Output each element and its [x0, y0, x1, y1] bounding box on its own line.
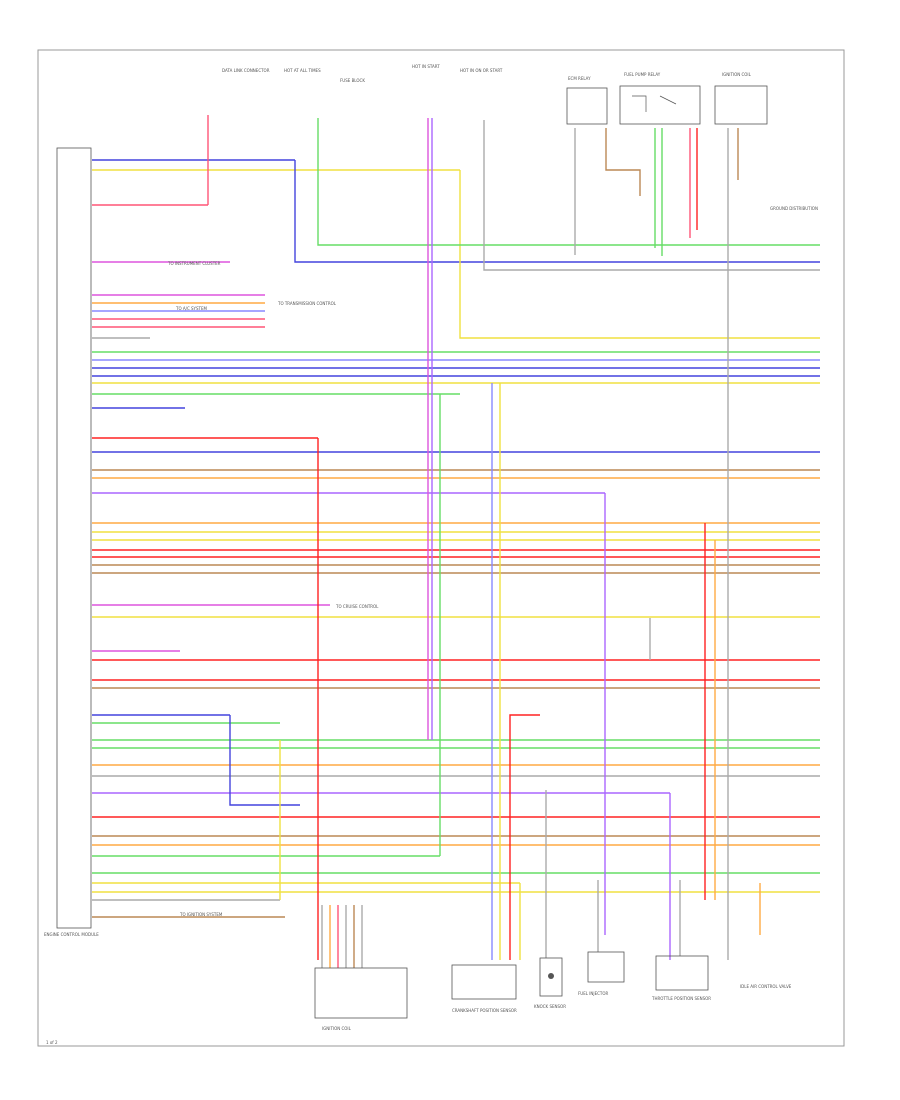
- vertical-wire: [229, 715, 300, 806]
- top-labels: DATA LINK CONNECTOR HOT AT ALL TIMES HOT…: [222, 64, 752, 83]
- relay-switch-symbol: [632, 95, 677, 112]
- bus-wire: [294, 160, 820, 263]
- top-label: IGNITION COIL: [722, 72, 752, 77]
- sensor-symbol: [548, 973, 554, 979]
- top-components: [566, 85, 768, 125]
- relay-box: [619, 85, 701, 125]
- side-note: TO A/C SYSTEM: [175, 306, 208, 311]
- side-note: TO TRANSMISSION CONTROL: [277, 301, 337, 306]
- vertical-wire: [605, 128, 641, 196]
- ecm-connector: [56, 147, 92, 929]
- diagram-frame: [37, 49, 845, 1047]
- top-label: HOT IN ON OR START: [460, 68, 503, 73]
- page-number: 1 of 2: [46, 1040, 58, 1045]
- tps-box: [655, 955, 709, 991]
- fuse-block-box: [566, 87, 608, 125]
- side-note: TO IGNITION SYSTEM: [179, 912, 223, 917]
- side-note: GROUND DISTRIBUTION: [770, 206, 818, 211]
- bottom-label: KNOCK SENSOR: [534, 1004, 566, 1009]
- top-label: FUSE BLOCK: [340, 78, 365, 83]
- top-label: HOT IN START: [412, 64, 440, 69]
- bottom-label: CRANKSHAFT POSITION SENSOR: [452, 1008, 517, 1013]
- vertical-wire: [459, 170, 820, 339]
- side-note: TO INSTRUMENT CLUSTER: [167, 261, 221, 266]
- knock-sensor-box: [539, 957, 563, 997]
- bottom-label: THROTTLE POSITION SENSOR: [651, 996, 711, 1001]
- vertical-wire: [509, 714, 540, 960]
- top-label: HOT AT ALL TIMES: [284, 68, 321, 73]
- ignition-coil-pack: [314, 967, 408, 1019]
- ignition-coil-box: [714, 85, 768, 125]
- side-note: TO CRUISE CONTROL: [335, 604, 379, 609]
- side-notes: TO INSTRUMENT CLUSTER TO A/C SYSTEM TO T…: [167, 206, 818, 917]
- vertical-wire: [317, 118, 820, 246]
- bottom-label: IGNITION COIL: [322, 1026, 352, 1031]
- top-label: FUEL PUMP RELAY: [624, 72, 661, 77]
- crank-sensor-box: [451, 964, 517, 1000]
- bottom-components: IGNITION COIL CRANKSHAFT POSITION SENSOR…: [314, 951, 792, 1031]
- ground-wire: [483, 120, 820, 271]
- wire-harness: [92, 115, 820, 968]
- top-label: DATA LINK CONNECTOR: [222, 68, 270, 73]
- ecm-label: ENGINE CONTROL MODULE: [44, 932, 99, 937]
- bottom-label: FUEL INJECTOR: [578, 991, 609, 996]
- fuel-injector-box: [587, 951, 625, 983]
- bottom-label: IDLE AIR CONTROL VALVE: [740, 984, 792, 989]
- top-label: ECM RELAY: [568, 76, 591, 81]
